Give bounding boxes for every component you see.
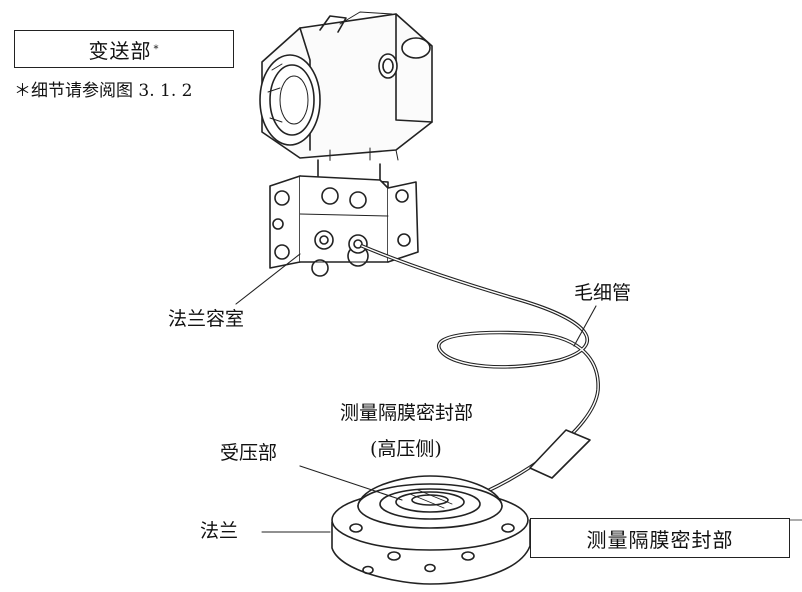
detail-note: ＊细节请参阅图 3. 1. 2 bbox=[14, 81, 193, 101]
flange-chamber bbox=[269, 175, 419, 277]
flange-label: 法兰 bbox=[200, 520, 239, 542]
diaphragm-seal-title: 测量隔膜密封部 bbox=[340, 402, 474, 424]
flange-chamber-label: 法兰容室 bbox=[168, 308, 245, 330]
diaphragm-seal-label-box: 测量隔膜密封部 bbox=[530, 518, 790, 558]
capillary-tube bbox=[360, 244, 600, 502]
transmitter-label: 变送部 bbox=[88, 38, 152, 63]
capillary-label: 毛细管 bbox=[574, 282, 632, 304]
diaphragm-seal-subtitle: (高压侧) bbox=[370, 438, 442, 460]
transmitter-housing bbox=[259, 11, 433, 163]
transmitter-footnote-mark: * bbox=[153, 43, 160, 55]
diaphragm-seal-box-label: 测量隔膜密封部 bbox=[586, 527, 734, 552]
pressure-receiving-label: 受压部 bbox=[220, 442, 278, 464]
diaphragm-seal bbox=[331, 475, 531, 585]
leader-lines bbox=[235, 253, 802, 533]
transmitter-label-box: 变送部* bbox=[14, 30, 234, 68]
